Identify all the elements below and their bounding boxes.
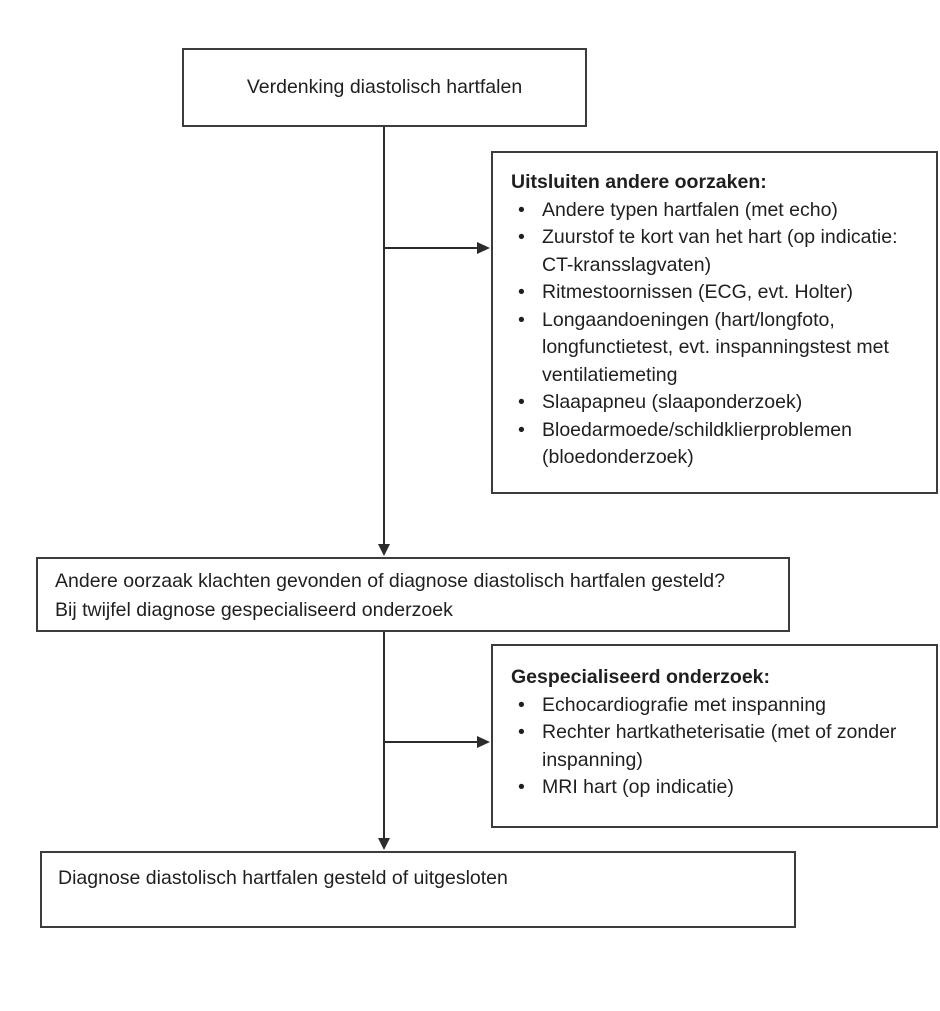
list-item: Ritmestoornissen (ECG, evt. Holter): [511, 279, 930, 307]
arrow-branch-to-specialized: [384, 736, 490, 748]
arrow-decision-to-final: [378, 632, 390, 850]
specialized-title: Gespecialiseerd onderzoek:: [511, 666, 771, 688]
decision-line-1: Andere oorzaak klachten gevonden of diag…: [55, 570, 725, 592]
decision-line-2: Bij twijfel diagnose gespecialiseerd ond…: [55, 599, 453, 621]
list-item: Zuurstof te kort van het hart (op indica…: [511, 224, 930, 279]
list-item: Bloedarmoede/schildklierproblemen (bloed…: [511, 417, 930, 472]
list-item: Slaapapneu (slaaponderzoek): [511, 389, 930, 417]
node-specialized-research: Gespecialiseerd onderzoek: Echocardiogra…: [491, 644, 938, 828]
specialized-list: Echocardiografie met inspanning Rechter …: [511, 692, 930, 802]
exclusion-title: Uitsluiten andere oorzaken:: [511, 171, 767, 193]
arrow-branch-to-exclusion: [384, 242, 490, 254]
node-suspicion: Verdenking diastolisch hartfalen: [182, 48, 587, 127]
node-final-diagnosis: Diagnose diastolisch hartfalen gesteld o…: [40, 851, 796, 928]
list-item: Andere typen hartfalen (met echo): [511, 197, 930, 225]
exclusion-list: Andere typen hartfalen (met echo) Zuurst…: [511, 197, 930, 472]
list-item: Longaandoeningen (hart/longfoto, longfun…: [511, 307, 930, 390]
final-label: Diagnose diastolisch hartfalen gesteld o…: [58, 867, 508, 889]
list-item: Echocardiografie met inspanning: [511, 692, 930, 720]
arrow-top-to-decision: [378, 127, 390, 556]
node-decision: Andere oorzaak klachten gevonden of diag…: [36, 557, 790, 632]
list-item: MRI hart (op indicatie): [511, 774, 930, 802]
list-item: Rechter hartkatheterisatie (met of zonde…: [511, 719, 930, 774]
node-exclude-other-causes: Uitsluiten andere oorzaken: Andere typen…: [491, 151, 938, 494]
node-suspicion-label: Verdenking diastolisch hartfalen: [246, 76, 523, 98]
